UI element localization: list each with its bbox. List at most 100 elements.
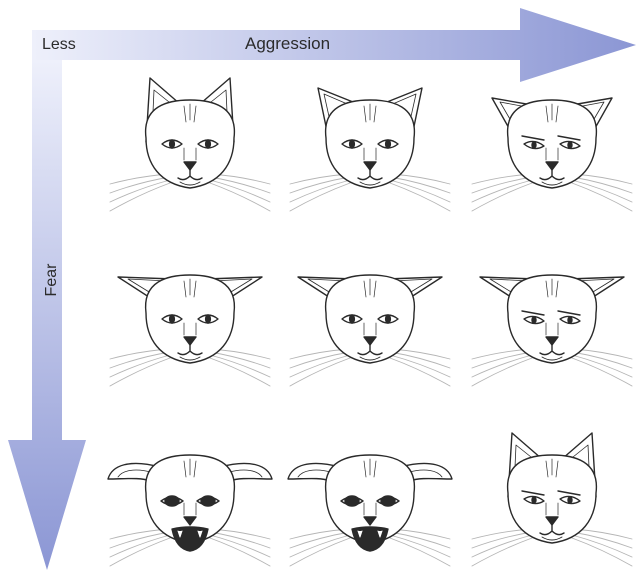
muzzle-lines (546, 323, 558, 335)
pupil (381, 496, 395, 506)
chin (180, 182, 200, 185)
muzzle-lines (546, 503, 558, 515)
pupil (568, 142, 572, 148)
mouth (358, 345, 382, 355)
brow (522, 491, 544, 495)
pupil (206, 140, 211, 148)
pupil (165, 496, 179, 506)
forehead-stripes (546, 104, 558, 122)
nose (364, 517, 376, 525)
chin (542, 537, 562, 540)
left-ear-inner (128, 279, 168, 295)
pupil (350, 315, 355, 323)
forehead-stripes (364, 279, 376, 297)
pupil (201, 496, 215, 506)
pupil (532, 497, 536, 503)
nose (546, 337, 558, 345)
muzzle-lines (364, 503, 376, 515)
cat-face-r2c2 (275, 240, 465, 390)
pupil (568, 317, 572, 323)
nose (364, 337, 376, 345)
chin (360, 357, 380, 360)
axis-label-less: Less (42, 36, 76, 53)
nose (364, 162, 376, 170)
forehead-stripes (364, 459, 376, 477)
head-outline (146, 455, 235, 543)
chin (542, 357, 562, 360)
brow (522, 311, 544, 315)
head-outline (146, 100, 235, 188)
pupil (386, 315, 391, 323)
axis-label-aggression: Aggression (245, 34, 331, 53)
pupil (532, 317, 536, 323)
pupil (350, 140, 355, 148)
cat-face-r2c1 (95, 240, 285, 390)
pupil (532, 142, 536, 148)
head-outline (508, 275, 597, 363)
pupil (206, 315, 211, 323)
mouth (540, 525, 564, 535)
brow (522, 136, 544, 140)
forehead-stripes (184, 104, 196, 122)
brow (558, 311, 580, 315)
pupil (386, 140, 391, 148)
cat-face-r3c3 (457, 420, 638, 570)
head-outline (508, 455, 597, 543)
head-outline (326, 455, 415, 543)
chin (180, 357, 200, 360)
whiskers (290, 349, 450, 386)
left-ear-inner (490, 279, 530, 295)
forehead-stripes (546, 459, 558, 477)
head-outline (326, 100, 415, 188)
axis-label-fear: Fear (43, 263, 60, 297)
fear-arrow (8, 60, 86, 570)
muzzle-lines (184, 148, 196, 160)
chin (542, 182, 562, 185)
cat-face-r2c3 (457, 240, 638, 390)
nose (546, 517, 558, 525)
pupil (170, 315, 175, 323)
mouth (178, 170, 202, 180)
mouth (178, 345, 202, 355)
fangs (178, 531, 202, 537)
muzzle-lines (364, 323, 376, 335)
open-mouth (172, 527, 208, 551)
mouth (358, 170, 382, 180)
mouth (540, 170, 564, 180)
mouth (540, 345, 564, 355)
forehead-stripes (184, 279, 196, 297)
muzzle-lines (184, 503, 196, 515)
head-outline (326, 275, 415, 363)
cat-face-r3c1 (95, 420, 285, 570)
right-ear-inner (212, 279, 252, 295)
pupil (345, 496, 359, 506)
pupil (568, 497, 572, 503)
muzzle-lines (184, 323, 196, 335)
cat-face-r1c3 (457, 65, 638, 215)
nose (184, 517, 196, 525)
pupil (170, 140, 175, 148)
head-outline (146, 275, 235, 363)
cat-face-r1c2 (275, 65, 465, 215)
forehead-stripes (184, 459, 196, 477)
head-outline (508, 100, 597, 188)
nose (546, 162, 558, 170)
aggression-arrow (32, 8, 636, 82)
chin (360, 182, 380, 185)
open-mouth (352, 527, 388, 551)
nose (184, 337, 196, 345)
forehead-stripes (364, 104, 376, 122)
right-ear-inner (392, 279, 432, 295)
cat-face-r1c1 (95, 65, 285, 215)
forehead-stripes (546, 279, 558, 297)
brow (558, 136, 580, 140)
left-ear-inner (308, 279, 348, 295)
cat-face-r3c2 (275, 420, 465, 570)
muzzle-lines (546, 148, 558, 160)
nose (184, 162, 196, 170)
right-ear-inner (574, 279, 614, 295)
brow (558, 491, 580, 495)
muzzle-lines (364, 148, 376, 160)
